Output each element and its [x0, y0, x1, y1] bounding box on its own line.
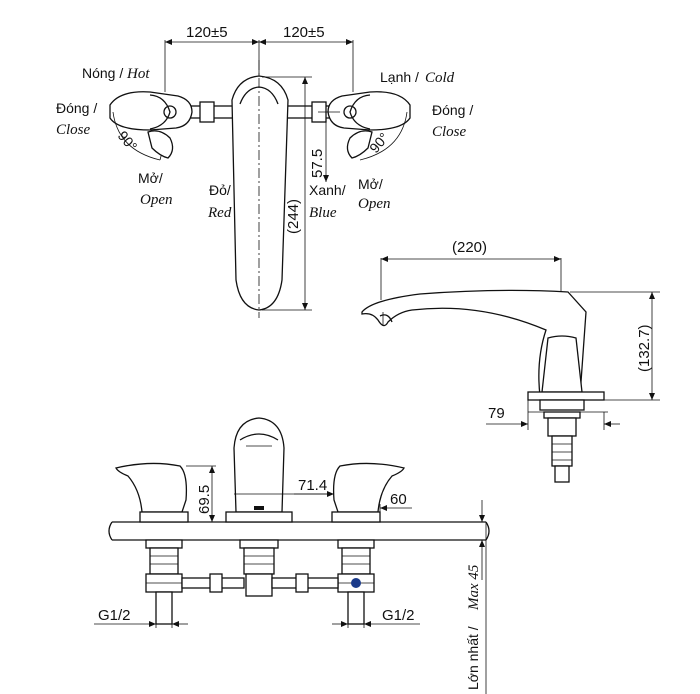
- label-open-left-en: Open: [140, 192, 173, 208]
- label-cold-en: Cold: [425, 70, 455, 86]
- top-view: 120±5 120±5 (244) 57.5 Nóng: [56, 24, 473, 318]
- right-valve-body: [337, 539, 375, 625]
- right-handle-front: [332, 462, 405, 513]
- thread-left: G1/2: [98, 607, 131, 624]
- label-deck-vn: Lớn nhất /: [465, 626, 481, 690]
- label-cold-vn: Lạnh /: [380, 69, 419, 85]
- dim-base: 79: [488, 405, 505, 422]
- label-close-left-vn: Đóng /: [56, 100, 97, 116]
- label-close-right-vn: Đóng /: [432, 102, 473, 118]
- label-hot-vn: Nóng /: [82, 65, 123, 81]
- spout-front: [233, 417, 285, 513]
- label-open-left-vn: Mở/: [138, 170, 163, 186]
- dim-handle-width: 60: [390, 491, 407, 508]
- label-close-right-en: Close: [432, 124, 467, 140]
- side-view: (220) (132.7) 79: [361, 239, 660, 483]
- label-red-en: Red: [207, 205, 232, 221]
- dim-spout-length: (244): [285, 199, 302, 234]
- front-view: 69.5 71.4 60: [94, 417, 490, 694]
- dim-height: (132.7): [636, 324, 653, 372]
- spout-top: [231, 75, 289, 311]
- left-handle-top: [109, 91, 193, 131]
- label-hot-en: Hot: [126, 66, 150, 82]
- connecting-hose: [181, 573, 339, 593]
- dim-right-spacing: 120±5: [283, 24, 325, 41]
- dim-offset: 57.5: [309, 149, 326, 178]
- center-valve-body: [239, 539, 279, 597]
- dim-handle-height: 69.5: [196, 485, 213, 514]
- label-blue-en: Blue: [309, 205, 337, 221]
- right-handle-top: [327, 91, 411, 131]
- dim-reach: (220): [452, 239, 487, 256]
- left-valve-body: [145, 539, 183, 625]
- left-handle-front: [115, 462, 188, 513]
- label-open-right-vn: Mở/: [358, 176, 383, 192]
- label-close-left-en: Close: [56, 122, 91, 138]
- dim-spout: 71.4: [298, 477, 327, 494]
- dim-left-spacing: 120±5: [186, 24, 228, 41]
- label-blue-vn: Xanh/: [309, 182, 346, 198]
- label-red-vn: Đỏ/: [209, 182, 231, 198]
- label-open-right-en: Open: [358, 196, 391, 212]
- spout-side: [361, 289, 587, 397]
- thread-right: G1/2: [382, 607, 415, 624]
- label-deck-en: Max 45: [466, 564, 482, 611]
